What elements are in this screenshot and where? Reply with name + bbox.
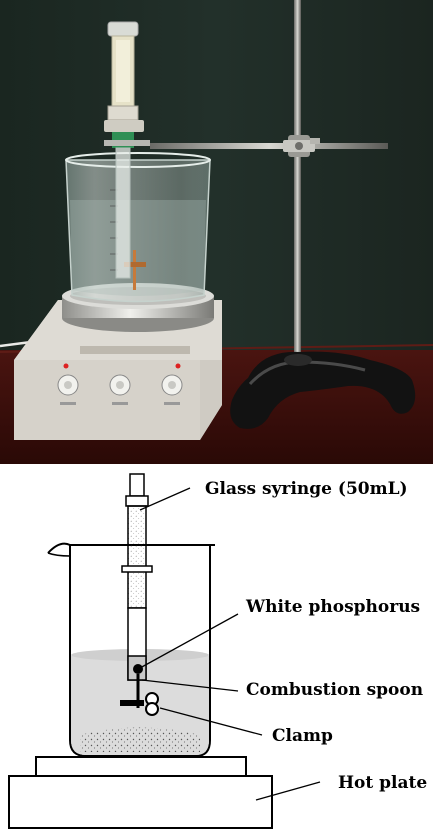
stir-plate-icon <box>14 300 222 440</box>
leader-spoon <box>141 679 239 692</box>
hot-plate <box>8 756 273 829</box>
clamp-rod-icon <box>150 143 388 149</box>
phosphorus-lump <box>133 664 143 674</box>
diagram-clamp <box>120 692 159 716</box>
stand-rod-icon <box>294 0 301 370</box>
label-clamp: Clamp <box>272 726 333 746</box>
diagram-syringe <box>121 473 153 681</box>
lab-photo <box>0 0 433 464</box>
schematic-diagram: Glass syringe (50mL) White phosphorus Co… <box>0 464 433 834</box>
stand-base-icon <box>230 351 416 429</box>
label-hot-plate: Hot plate <box>338 773 427 793</box>
leader-syringe <box>139 487 191 511</box>
boss-head-icon <box>283 135 320 157</box>
control-panel <box>57 363 183 405</box>
label-white-phosphorus: White phosphorus <box>245 597 420 617</box>
leader-phosphorus <box>139 613 239 669</box>
label-glass-syringe: Glass syringe (50mL) <box>205 479 408 499</box>
label-combustion-spoon: Combustion spoon <box>246 680 423 700</box>
leader-hotplate <box>255 781 321 801</box>
syringe-icon <box>104 21 150 279</box>
leader-clamp <box>159 707 263 736</box>
beaker-icon <box>65 152 211 303</box>
